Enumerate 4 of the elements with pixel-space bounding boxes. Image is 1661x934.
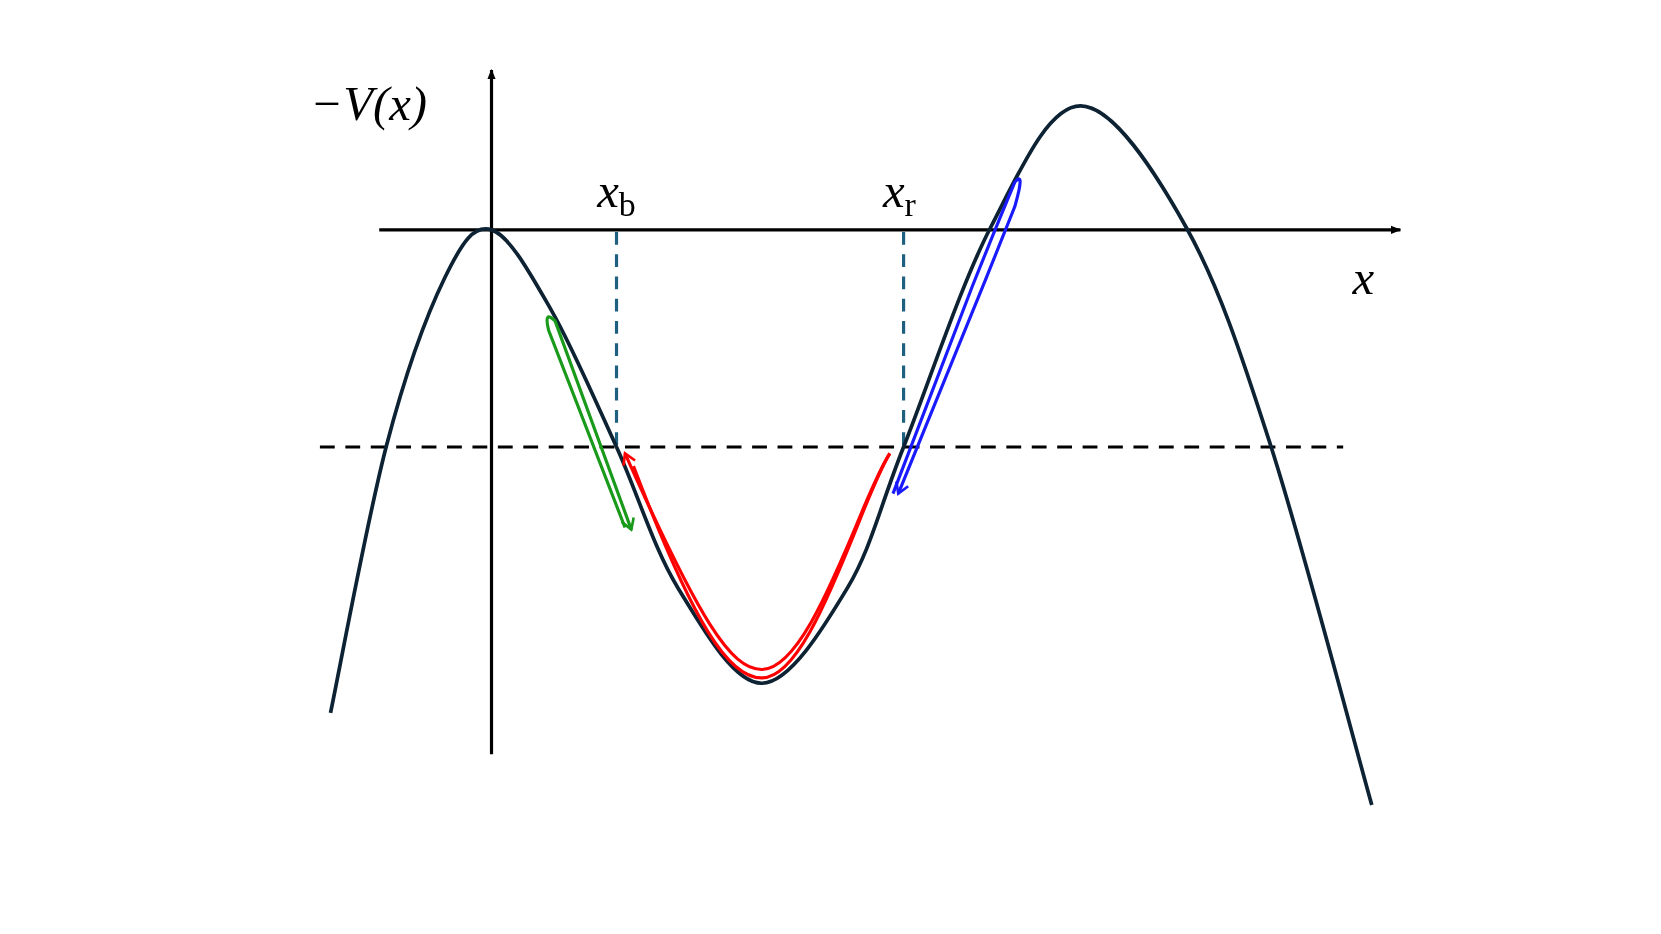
point-label: x$_{r}$: [882, 166, 916, 221]
axis-label: −V(x): [310, 79, 427, 129]
point-label: x$_{b}$: [597, 166, 636, 221]
axis-label: x: [1352, 254, 1375, 303]
